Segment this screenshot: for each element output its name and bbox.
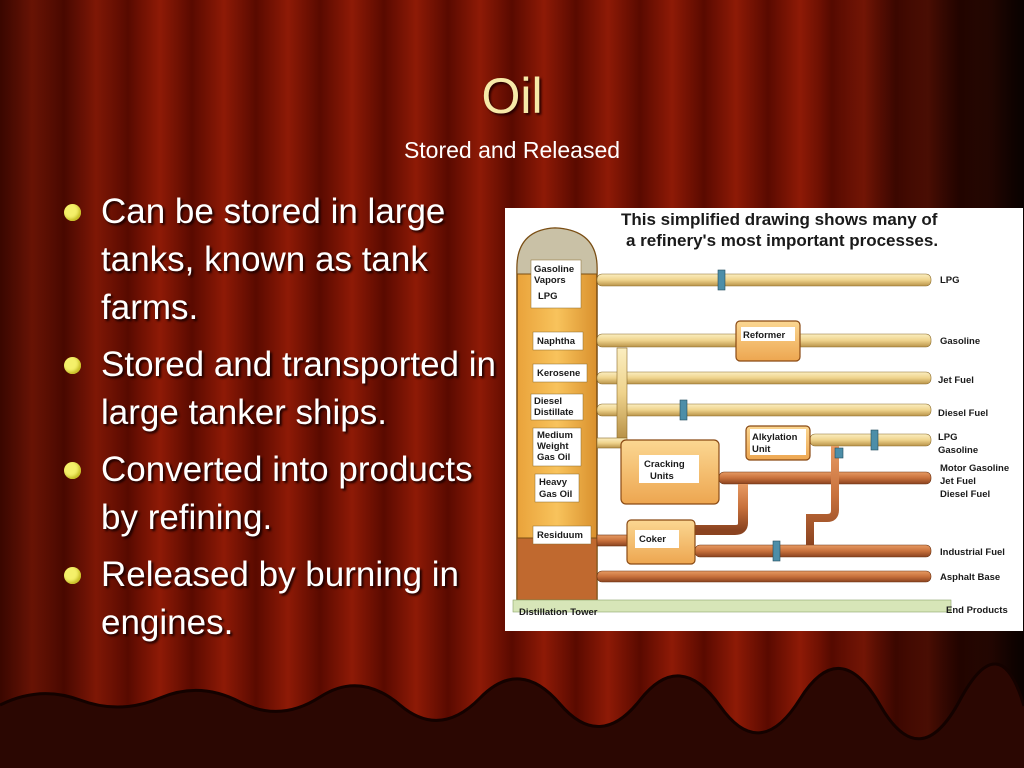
fraction-heavy: Heavy: [539, 477, 568, 488]
bullet-text: Converted into products by refining.: [101, 450, 473, 537]
light-pipes: [596, 273, 932, 449]
fraction-gas-oil: Gas Oil: [537, 452, 570, 463]
fraction-lpg: LPG: [538, 291, 558, 302]
unit-alkylation-2: Unit: [752, 444, 771, 455]
unit-cracking: Cracking: [644, 459, 685, 470]
unit-reformer: Reformer: [743, 330, 786, 341]
fraction-heavy-gas-oil: Gas Oil: [539, 489, 572, 500]
unit-alkylation: Alkylation: [752, 432, 798, 443]
pipe-valves: [679, 269, 879, 562]
bullet-dot-icon: [64, 567, 81, 584]
product-jet-fuel: Jet Fuel: [938, 375, 974, 386]
fraction-distillate: Distillate: [534, 407, 574, 418]
slide-title: Oil: [481, 68, 543, 124]
bullet-item: Converted into products by refining.: [60, 446, 500, 542]
fraction-naphtha: Naphtha: [537, 336, 576, 347]
product-crack-diesel-fuel: Diesel Fuel: [940, 489, 990, 500]
bullet-text: Can be stored in large tanks, known as t…: [101, 192, 446, 327]
ground-strip: [512, 599, 952, 613]
diagram-heading-line1: This simplified drawing shows many of: [621, 210, 938, 229]
slide-subtitle: Stored and Released: [403, 137, 621, 163]
bullet-dot-icon: [64, 204, 81, 221]
product-alky-gasoline: Gasoline: [938, 445, 978, 456]
product-labels: LPG Gasoline Jet Fuel Diesel Fuel LPG Ga…: [938, 275, 1009, 583]
bullet-text: Stored and transported in large tanker s…: [101, 345, 496, 432]
product-lpg: LPG: [940, 275, 960, 286]
fraction-gasoline-vapors-2: Vapors: [534, 275, 566, 286]
fraction-residuum: Residuum: [537, 530, 583, 541]
product-industrial-fuel: Industrial Fuel: [940, 547, 1005, 558]
product-crack-jet-fuel: Jet Fuel: [940, 476, 976, 487]
product-motor-gasoline: Motor Gasoline: [940, 463, 1009, 474]
distillation-tower-label: Distillation Tower: [519, 607, 598, 618]
bullet-item: Released by burning in engines.: [60, 551, 500, 647]
tower-fraction-labels: Gasoline Vapors LPG Naphtha Kerosene Die…: [530, 259, 592, 545]
bullet-text: Released by burning in engines.: [101, 555, 460, 642]
fraction-kerosene: Kerosene: [537, 368, 580, 379]
fraction-medium: Medium: [537, 430, 573, 441]
end-products-label: End Products: [946, 605, 1008, 616]
process-units: Reformer Alkylation Unit Cracking Units …: [620, 320, 811, 565]
bullet-dot-icon: [64, 357, 81, 374]
dark-pipes: [596, 446, 932, 583]
fraction-gasoline-vapors: Gasoline: [534, 264, 574, 275]
fraction-diesel: Diesel: [534, 396, 562, 407]
product-diesel-fuel: Diesel Fuel: [938, 408, 988, 419]
bullet-item: Can be stored in large tanks, known as t…: [60, 188, 500, 332]
bullet-item: Stored and transported in large tanker s…: [60, 341, 500, 437]
diagram-heading-line2: a refinery's most important processes.: [626, 231, 938, 250]
fraction-weight: Weight: [537, 441, 569, 452]
unit-coker: Coker: [639, 534, 666, 545]
product-asphalt-base: Asphalt Base: [940, 572, 1000, 583]
unit-cracking-2: Units: [650, 471, 674, 482]
refinery-diagram: This simplified drawing shows many of a …: [505, 208, 1023, 631]
bullet-list: Can be stored in large tanks, known as t…: [60, 188, 500, 656]
bullet-dot-icon: [64, 462, 81, 479]
product-gasoline: Gasoline: [940, 336, 980, 347]
product-alky-lpg: LPG: [938, 432, 958, 443]
